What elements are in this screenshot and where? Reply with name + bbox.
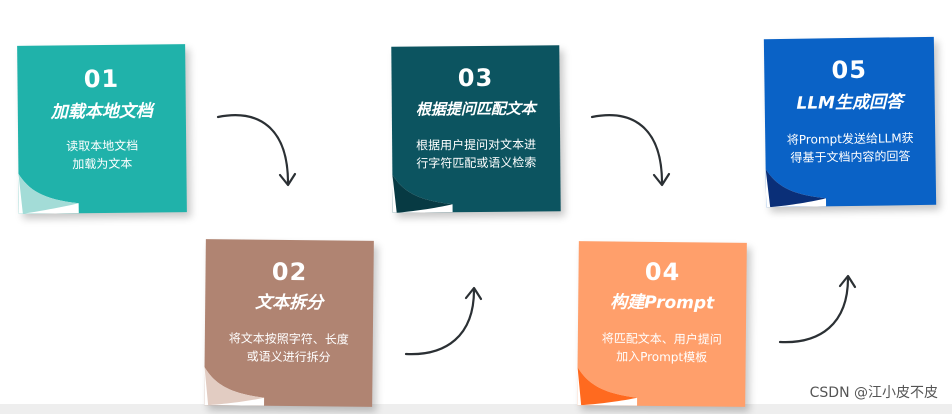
step-title: 加载本地文档 — [50, 101, 153, 123]
step-description-line: 加入Prompt模板 — [616, 349, 708, 365]
step-description-line: 根据用户提问对文本进 — [416, 137, 537, 153]
step-title: 文本拆分 — [255, 292, 324, 314]
step-description: 将文本按照字符、长度 或语义进行拆分 — [217, 329, 361, 367]
step-card-05: 05 LLM生成回答 将Prompt发送给LLM获 得基于文档内容的回答 — [763, 36, 937, 208]
flow-arrow-2-to-3 — [404, 286, 483, 356]
step-number: 02 — [271, 257, 308, 287]
step-description: 根据用户提问对文本进 行字符匹配或语义检索 — [404, 135, 548, 172]
step-title: 构建Prompt — [610, 292, 715, 314]
flow-arrow-4-to-5 — [778, 274, 857, 344]
step-card-03: 03 根据提问匹配文本 根据用户提问对文本进 行字符匹配或语义检索 — [391, 45, 561, 213]
step-title: LLM生成回答 — [796, 92, 904, 114]
bottom-band — [0, 404, 952, 414]
step-number: 01 — [83, 64, 120, 94]
step-card-02: 02 文本拆分 将文本按照字符、长度 或语义进行拆分 — [204, 239, 374, 407]
watermark: CSDN @江小皮不皮 — [809, 385, 938, 401]
step-description: 将匹配文本、用户提问 加入Prompt模板 — [590, 329, 734, 367]
step-description-line: 将匹配文本、用户提问 — [601, 331, 722, 347]
step-title: 根据提问匹配文本 — [415, 99, 536, 119]
step-description-line: 加载为文本 — [72, 156, 133, 172]
step-description: 读取本地文档 加载为文本 — [30, 136, 174, 174]
step-number: 05 — [831, 55, 868, 85]
step-card-01: 01 加载本地文档 读取本地文档 加载为文本 — [17, 44, 187, 214]
step-description-line: 行字符匹配或语义检索 — [416, 155, 537, 171]
step-description: 将Prompt发送给LLM获 得基于文档内容的回答 — [777, 129, 923, 167]
step-card-04: 04 构建Prompt 将匹配文本、用户提问 加入Prompt模板 — [577, 241, 747, 407]
step-number: 03 — [457, 63, 494, 93]
step-description-line: 或语义进行拆分 — [246, 349, 331, 365]
flow-arrow-3-to-4 — [590, 114, 671, 187]
step-number: 04 — [644, 257, 681, 287]
step-description-line: 得基于文档内容的回答 — [790, 149, 911, 165]
step-description-line: 读取本地文档 — [66, 138, 139, 154]
step-description-line: 将文本按照字符、长度 — [228, 331, 349, 347]
step-description-line: 将Prompt发送给LLM获 — [786, 131, 914, 147]
flow-arrow-1-to-2 — [216, 114, 297, 187]
